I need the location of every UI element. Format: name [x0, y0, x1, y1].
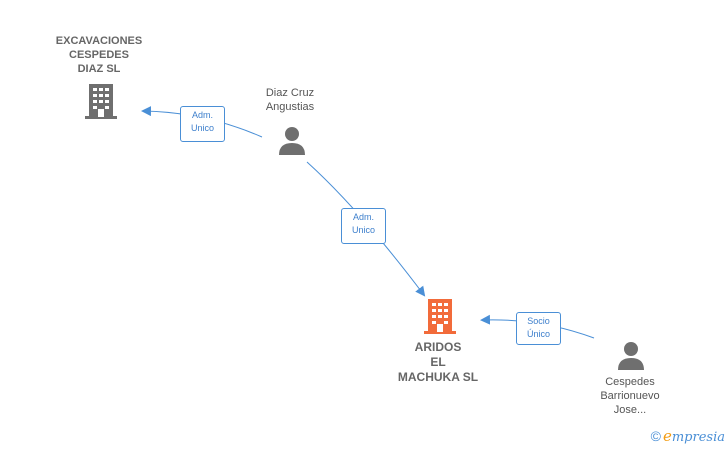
person-icon[interactable]	[277, 125, 307, 155]
edge-label-adm-unico[interactable]: Adm. Unico	[341, 208, 386, 244]
company-label-aridos[interactable]: ARIDOS EL MACHUKA SL	[397, 340, 479, 384]
empresia-logo: ©empresia	[650, 427, 725, 445]
building-icon[interactable]	[85, 83, 117, 119]
company-label-excavaciones[interactable]: EXCAVACIONES CESPEDES DIAZ SL	[55, 35, 143, 75]
edge-label-adm-unico[interactable]: Adm. Unico	[180, 106, 225, 142]
person-label-cespedes[interactable]: Cespedes Barrionuevo Jose...	[600, 376, 660, 416]
edge-label-socio-unico[interactable]: Socio Único	[516, 312, 561, 345]
person-label-diaz-cruz[interactable]: Diaz Cruz Angustias	[265, 87, 315, 113]
copyright-symbol: ©	[650, 428, 661, 444]
building-icon-main[interactable]	[424, 298, 456, 334]
person-icon[interactable]	[616, 340, 646, 370]
